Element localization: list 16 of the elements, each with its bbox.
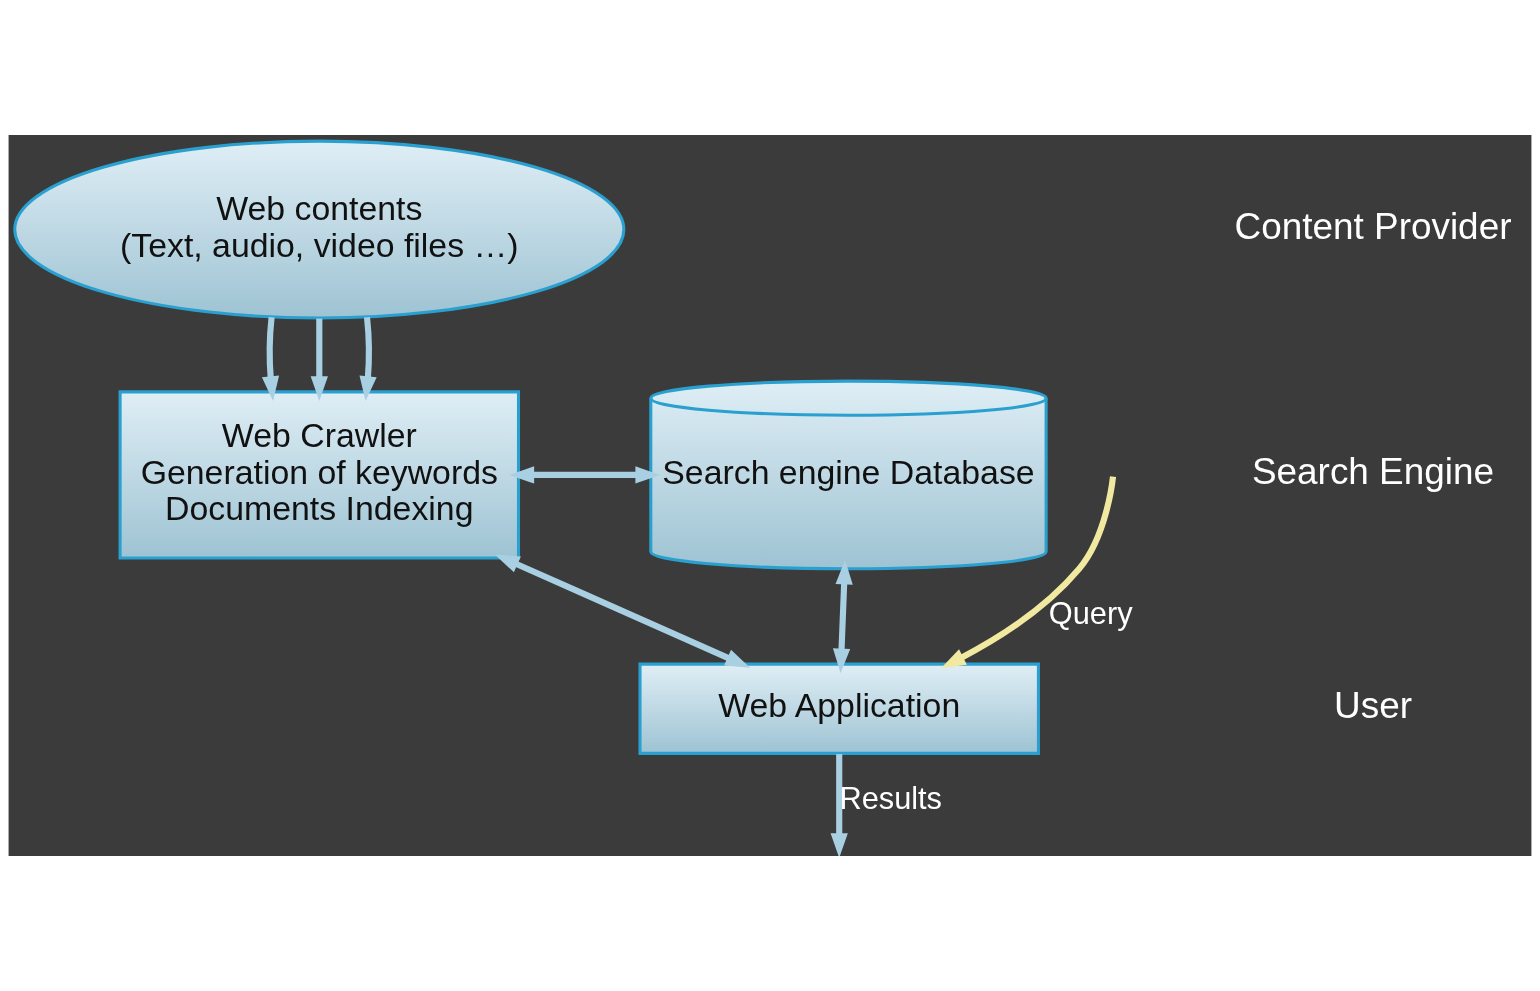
arrow — [494, 554, 751, 668]
edge-label: Query — [1048, 596, 1133, 632]
arrow — [940, 476, 1117, 669]
arrow — [832, 559, 853, 674]
arrow — [261, 316, 280, 401]
node-box: Web Application — [638, 662, 1040, 755]
arrow — [310, 318, 328, 402]
node-ellipse: Web contents (Text, audio, video files …) — [13, 139, 626, 320]
arrow — [509, 466, 661, 484]
label: Content Provider — [1234, 206, 1512, 248]
label: User — [1334, 685, 1412, 727]
arrow — [359, 316, 377, 401]
arrow — [830, 754, 848, 856]
label: Search Engine — [1251, 451, 1495, 493]
node-box: Web Crawler Generation of keywords Documents Indexing — [118, 390, 521, 560]
edge-label: Results — [839, 780, 943, 816]
